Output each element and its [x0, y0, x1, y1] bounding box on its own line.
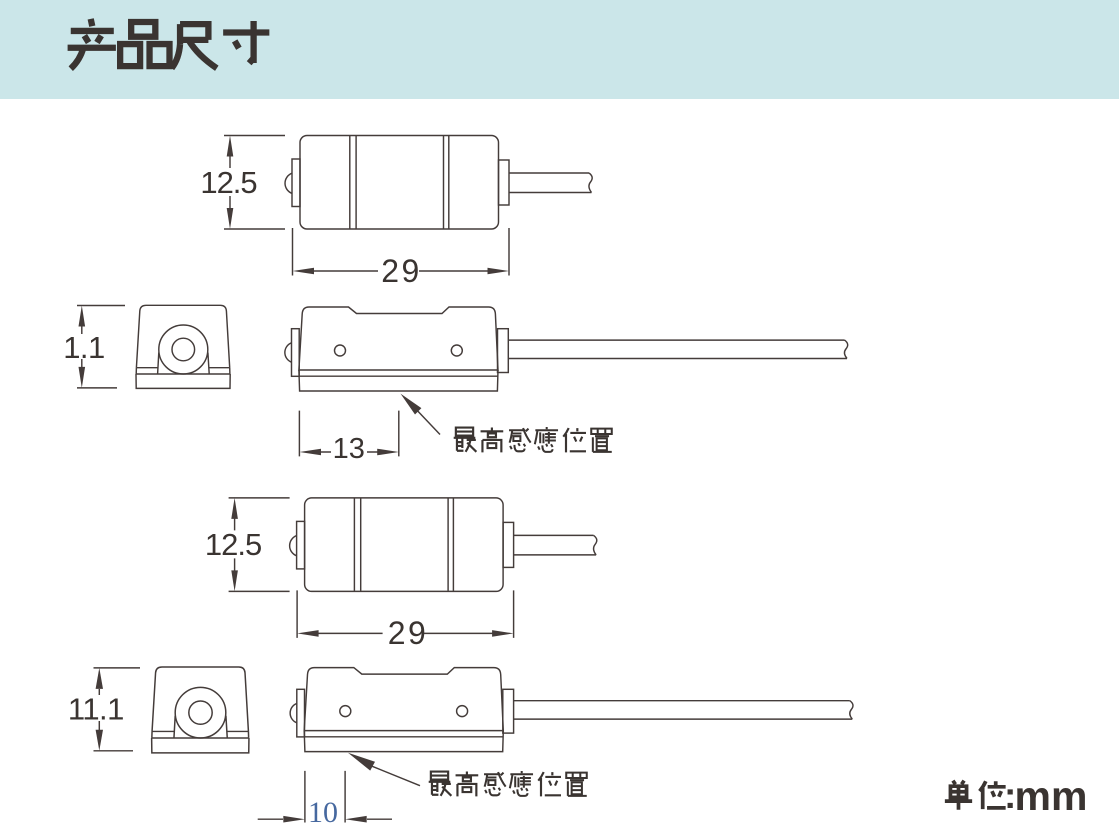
svg-text:12.5: 12.5 — [200, 165, 256, 200]
svg-text:13: 13 — [333, 433, 365, 465]
svg-text:10: 10 — [308, 796, 338, 829]
svg-text:29: 29 — [388, 615, 429, 651]
svg-text:11.1: 11.1 — [68, 691, 124, 726]
svg-text:12.5: 12.5 — [205, 527, 261, 562]
svg-text::: : — [1004, 775, 1016, 816]
svg-text:1.1: 1.1 — [63, 330, 105, 365]
svg-text:29: 29 — [381, 253, 422, 289]
svg-text:mm: mm — [1015, 773, 1088, 819]
